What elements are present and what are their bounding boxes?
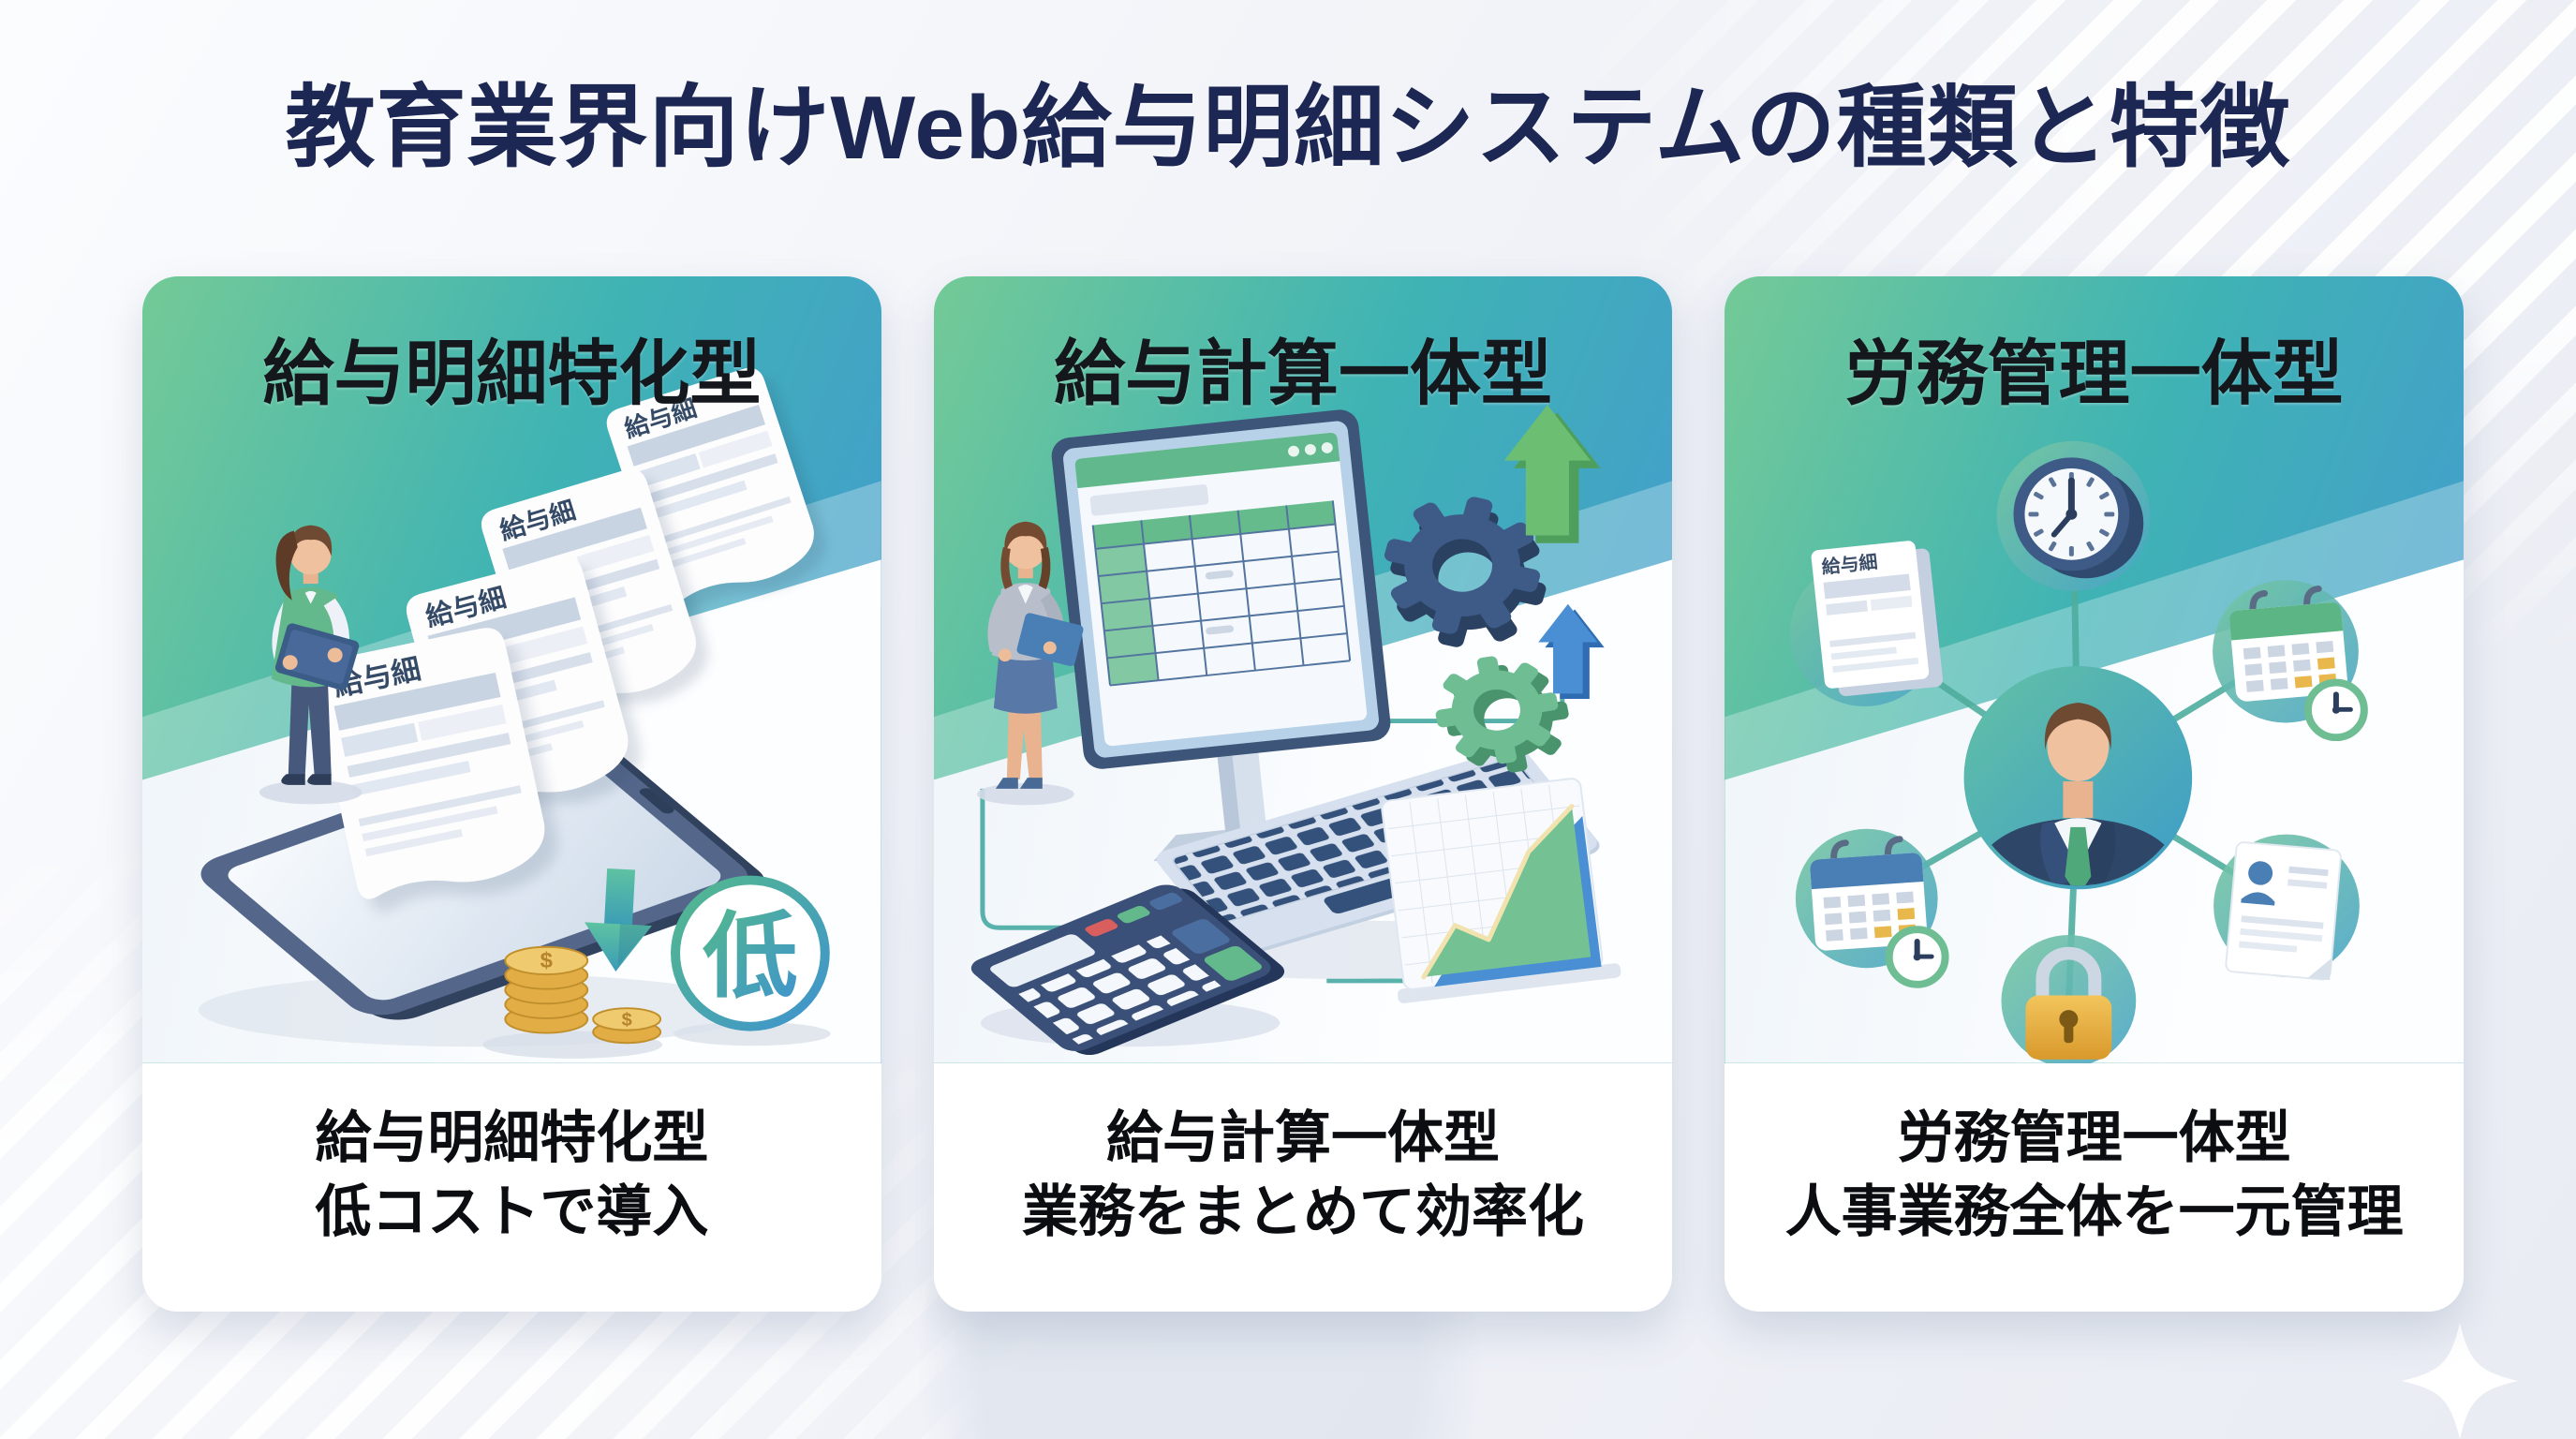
calendar-icon [1796,828,1946,985]
payslip-document-icon: 給与細 [1790,541,1944,706]
card-header: 給与計算一体型 [1054,334,1552,414]
card-header: 給与明細特化型 [262,334,762,414]
card-caption-line: 人事業務全体を一元管理 [1784,1180,2404,1244]
svg-text:$: $ [540,949,553,973]
cards-row: 給与明細特化型 [142,276,2465,1312]
card-caption: 給与計算一体型 業務をまとめて効率化 [933,1062,1673,1312]
svg-text:低: 低 [703,905,798,1009]
clock-icon [1996,440,2151,591]
card-caption: 給与明細特化型 低コストで導入 [142,1062,881,1312]
padlock-icon [2001,935,2137,1063]
employee-avatar-icon [1963,665,2193,890]
calendar-icon [2213,580,2364,737]
spreadsheet-monitor-icon [1051,409,1391,862]
card-caption-line: 低コストで導入 [315,1180,709,1244]
card-caption: 労務管理一体型 人事業務全体を一元管理 [1725,1062,2465,1312]
office-worker-icon [976,521,1084,806]
svg-text:$: $ [622,1010,632,1031]
card-illustration-area: 給与計算一体型 [933,276,1673,1063]
card-illustration-area: 労務管理一体型 [1725,276,2465,1063]
card-caption-line: 労務管理一体型 [1897,1106,2291,1170]
card-labor-management-integrated: 労務管理一体型 [1725,276,2465,1312]
card-header: 労務管理一体型 [1844,334,2344,414]
teacher-with-clipboard-icon [259,525,363,805]
sparkle-icon [2402,1323,2518,1439]
card-caption-line: 給与明細特化型 [315,1106,709,1170]
card-caption-line: 給与計算一体型 [1106,1106,1500,1170]
growth-chart-icon [1381,778,1621,1003]
card-illustration-area: 給与明細特化型 [142,276,881,1063]
card-payroll-calculation-integrated: 給与計算一体型 [933,276,1673,1312]
payslip-sheet: 給与細 [403,550,651,832]
page-title: 教育業界向けWeb給与明細システムの種類と特徴 [285,78,2291,178]
card-caption-line: 業務をまとめて効率化 [1022,1180,1584,1244]
card-payslip-specialized: 給与明細特化型 [142,276,881,1312]
profile-document-icon [2213,834,2361,981]
up-arrow-icon [1537,603,1605,699]
up-arrow-icon [1503,405,1601,543]
